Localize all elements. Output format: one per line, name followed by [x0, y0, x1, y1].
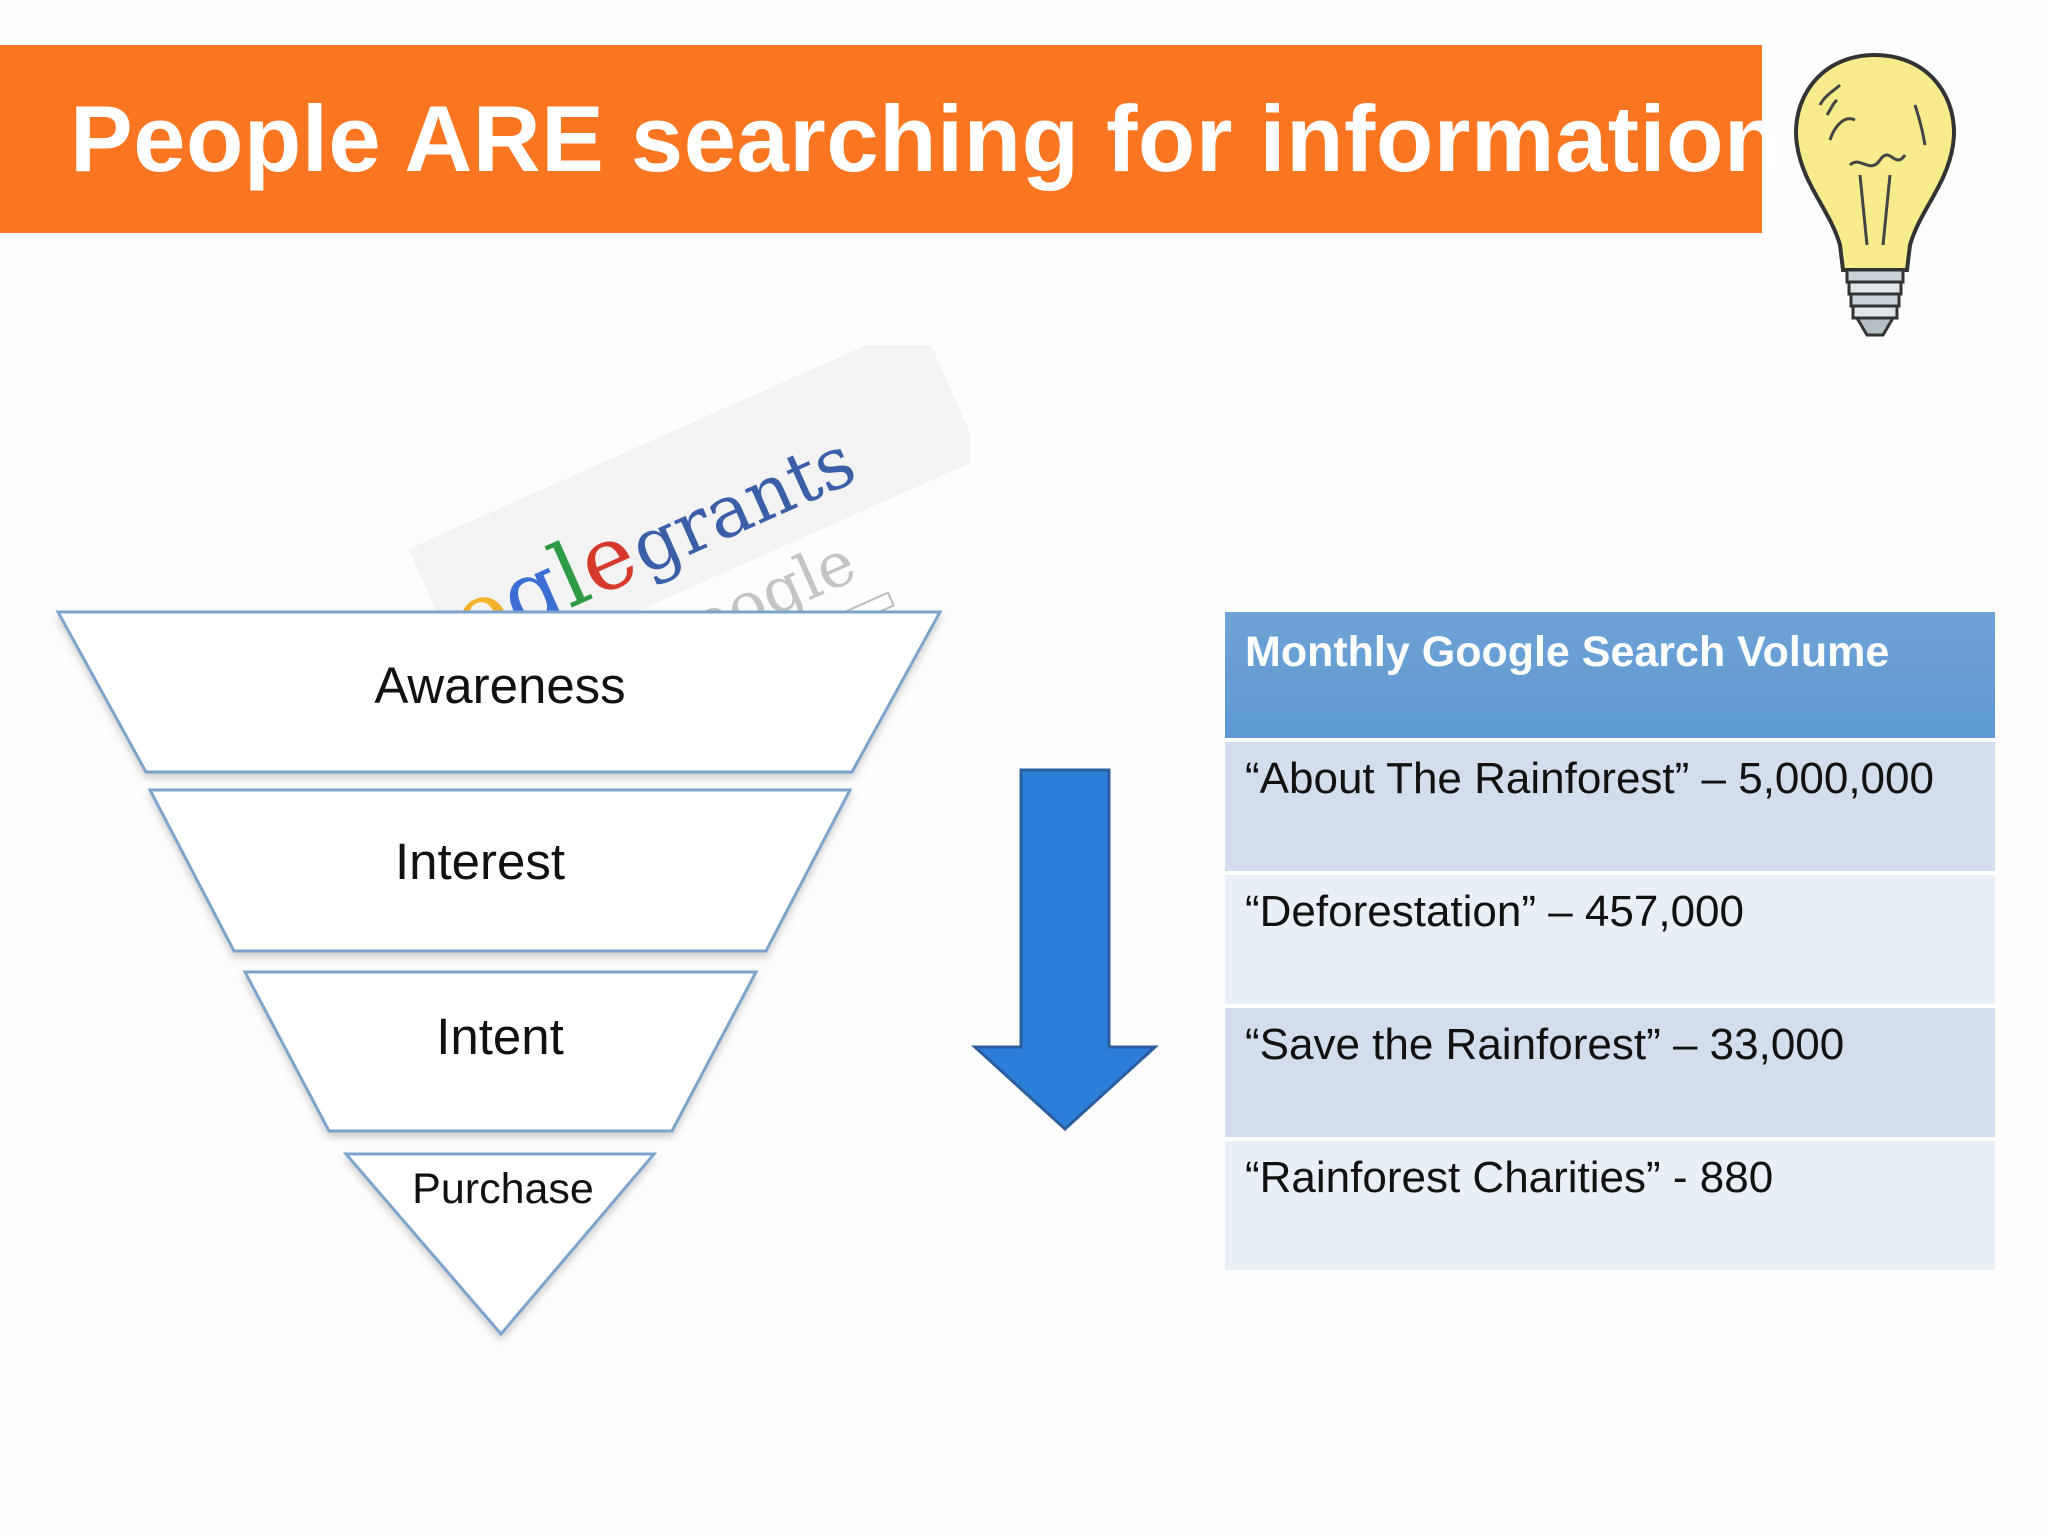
- funnel-label-awareness: Awareness: [374, 657, 626, 714]
- funnel-label-purchase: Purchase: [412, 1165, 594, 1213]
- funnel-label-intent: Intent: [436, 1008, 564, 1065]
- table-row: “Rainforest Charities” - 880: [1225, 1137, 1995, 1270]
- funnel-stage-intent-shape: [242, 970, 759, 1133]
- google-grants-image: Google grants Google: [290, 345, 970, 620]
- down-arrow-icon: [971, 768, 1159, 1132]
- funnel-label-interest: Interest: [394, 833, 566, 890]
- table-row: “Save the Rainforest” – 33,000: [1225, 1004, 1995, 1137]
- funnel-stage-purchase-shape: [342, 1152, 658, 1337]
- funnel-stage-interest-shape: [147, 788, 853, 953]
- light-bulb-icon: [1794, 52, 1956, 337]
- slide-title: People ARE searching for information: [70, 86, 1782, 191]
- title-bar: People ARE searching for information: [0, 45, 1781, 233]
- funnel-stage-awareness-shape: [55, 610, 943, 774]
- table-row: “Deforestation” – 457,000: [1225, 871, 1995, 1004]
- search-volume-table: Monthly Google Search Volume “About The …: [1225, 612, 1995, 1270]
- table-header: Monthly Google Search Volume: [1225, 612, 1995, 738]
- table-row: “About The Rainforest” – 5,000,000: [1225, 738, 1995, 871]
